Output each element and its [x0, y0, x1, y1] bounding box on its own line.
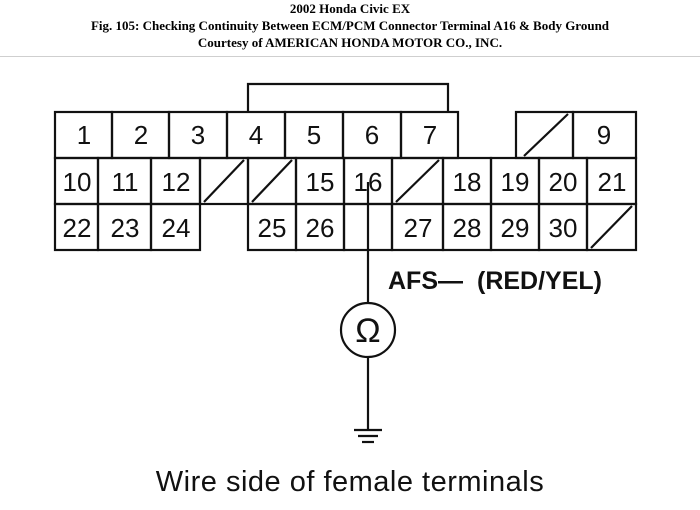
terminal-20: 20 — [549, 167, 578, 197]
vehicle-title: 2002 Honda Civic EX — [289, 1, 411, 16]
terminal-4: 4 — [249, 120, 263, 150]
terminal-7: 7 — [423, 120, 437, 150]
terminal-22: 22 — [63, 213, 92, 243]
ground-icon — [354, 428, 382, 444]
terminal-9: 9 — [597, 120, 611, 150]
terminal-18: 18 — [453, 167, 482, 197]
terminal-12: 12 — [162, 167, 191, 197]
terminal-24: 24 — [162, 213, 191, 243]
terminal-3: 3 — [191, 120, 205, 150]
terminal-15: 15 — [306, 167, 335, 197]
cell-24 — [149, 202, 202, 252]
terminal-21: 21 — [598, 167, 627, 197]
figure-header: 2002 Honda Civic EX Fig. 105: Checking C… — [0, 0, 700, 51]
terminal-26: 26 — [306, 213, 335, 243]
courtesy-line: Courtesy of AMERICAN HONDA MOTOR CO., IN… — [197, 35, 503, 50]
diagram-caption: Wire side of female terminals — [155, 466, 545, 498]
terminal-25: 25 — [258, 213, 287, 243]
terminal-5: 5 — [307, 120, 321, 150]
terminal-11: 11 — [112, 167, 139, 197]
terminal-16: 16 — [354, 167, 383, 197]
figure-title: Fig. 105: Checking Continuity Between EC… — [90, 18, 610, 33]
terminal-1: 1 — [77, 120, 91, 150]
ohm-symbol: Ω — [355, 312, 380, 350]
cell-empty-r3b — [585, 202, 638, 252]
terminal-27: 27 — [404, 213, 433, 243]
terminal-19: 19 — [501, 167, 530, 197]
terminal-23: 23 — [111, 213, 140, 243]
wire-label: AFS— (RED/YEL) — [388, 267, 602, 296]
header-divider — [0, 56, 700, 57]
terminal-6: 6 — [365, 120, 379, 150]
terminal-10: 10 — [63, 167, 92, 197]
connector-lock-tab — [246, 82, 450, 112]
terminal-2: 2 — [134, 120, 148, 150]
terminal-28: 28 — [453, 213, 482, 243]
terminal-30: 30 — [549, 213, 578, 243]
terminal-29: 29 — [501, 213, 530, 243]
signal-name: AFS— — [388, 267, 463, 295]
wire-color: (RED/YEL) — [477, 267, 602, 295]
